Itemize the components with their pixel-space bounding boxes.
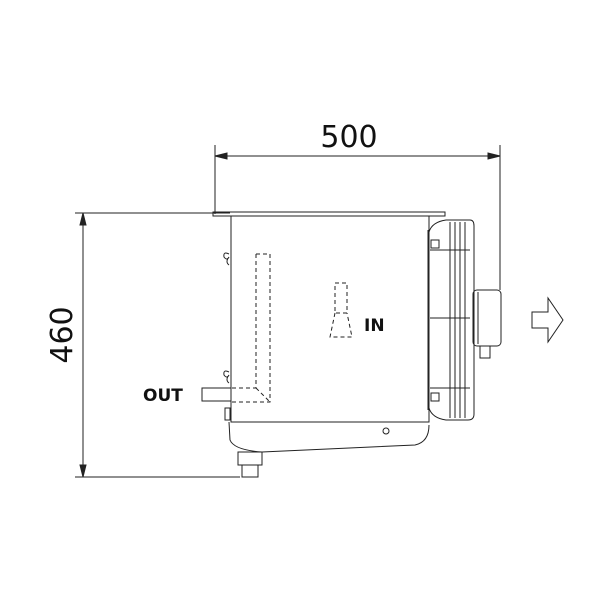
- airflow-arrow-icon: [531, 296, 564, 344]
- outlet-pipe: [201, 387, 232, 402]
- bolt: [382, 427, 390, 435]
- top-lid: [212, 211, 446, 217]
- side-nut: [224, 407, 231, 421]
- drain-fitting: [237, 451, 263, 478]
- width-label: 500: [320, 120, 377, 155]
- base: [228, 421, 430, 453]
- inlet-label: IN: [364, 316, 385, 336]
- fan-guard: [428, 219, 475, 421]
- height-label: 460: [45, 306, 80, 363]
- tank-body: [230, 215, 430, 423]
- inlet-hidden-nozzle: [329, 282, 353, 338]
- width-dimension: [214, 145, 501, 290]
- outlet-label: OUT: [143, 386, 183, 406]
- wing-nut: [223, 252, 230, 266]
- wing-nut: [223, 370, 230, 384]
- fan-motor: [472, 289, 502, 359]
- height-dimension: [75, 212, 240, 478]
- outlet-hidden-duct: [231, 253, 271, 403]
